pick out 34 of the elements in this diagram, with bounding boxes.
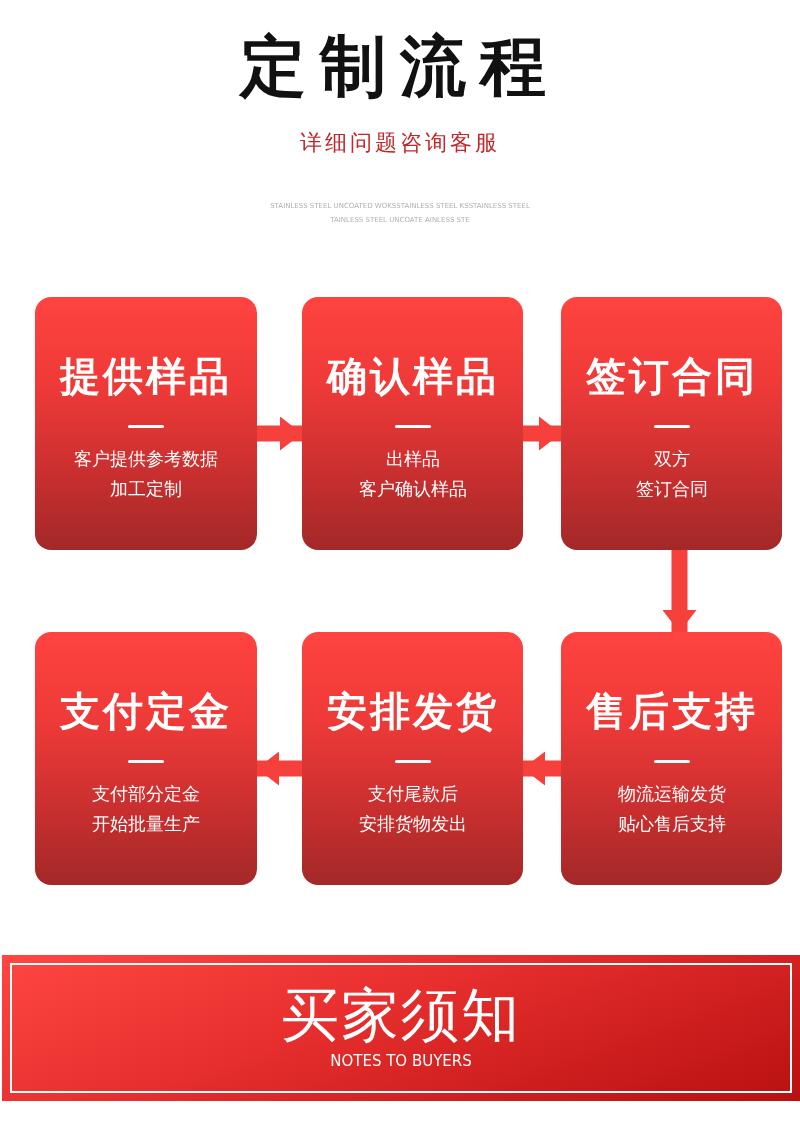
step-description: 贴心售后支持 (617, 812, 726, 836)
subtitle: 详细问题咨询客服 (300, 129, 500, 157)
arrow (662, 550, 697, 632)
step-description: 客户确认样品 (358, 477, 467, 501)
step-description: 客户提供参考数据 (74, 447, 218, 471)
step-description: 加工定制 (110, 477, 182, 501)
step-description: 安排货物发出 (358, 812, 467, 836)
step-title: 支付定金 (60, 687, 232, 736)
step-description: 开始批量生产 (92, 812, 200, 836)
step-description: 双方 (653, 447, 690, 471)
step-description: 支付尾款后 (367, 782, 458, 806)
step-description: 出样品 (385, 447, 440, 471)
step-card (302, 297, 523, 550)
step-title: 提供样品 (60, 352, 232, 401)
step-card (35, 297, 257, 550)
step-card (561, 297, 782, 550)
step-card (302, 632, 523, 885)
banner-subtitle: NOTES TO BUYERS (330, 1052, 472, 1070)
step-title: 签订合同 (585, 352, 758, 401)
step-title: 确认样品 (326, 352, 499, 401)
step-title: 安排发货 (326, 687, 499, 736)
arrow (523, 751, 561, 786)
title: 定制流程 (240, 27, 560, 107)
step-card (561, 632, 782, 885)
arrow (523, 416, 561, 451)
step-card (35, 632, 257, 885)
step-description: 支付部分定金 (92, 782, 200, 806)
arrow (257, 416, 302, 451)
banner-title: 买家须知 (281, 980, 521, 1051)
arrow (257, 751, 302, 786)
step-title: 售后支持 (585, 687, 758, 736)
step-description: 物流运输发货 (617, 782, 726, 806)
banner (2, 955, 800, 1101)
step-description: 签订合同 (635, 477, 708, 501)
